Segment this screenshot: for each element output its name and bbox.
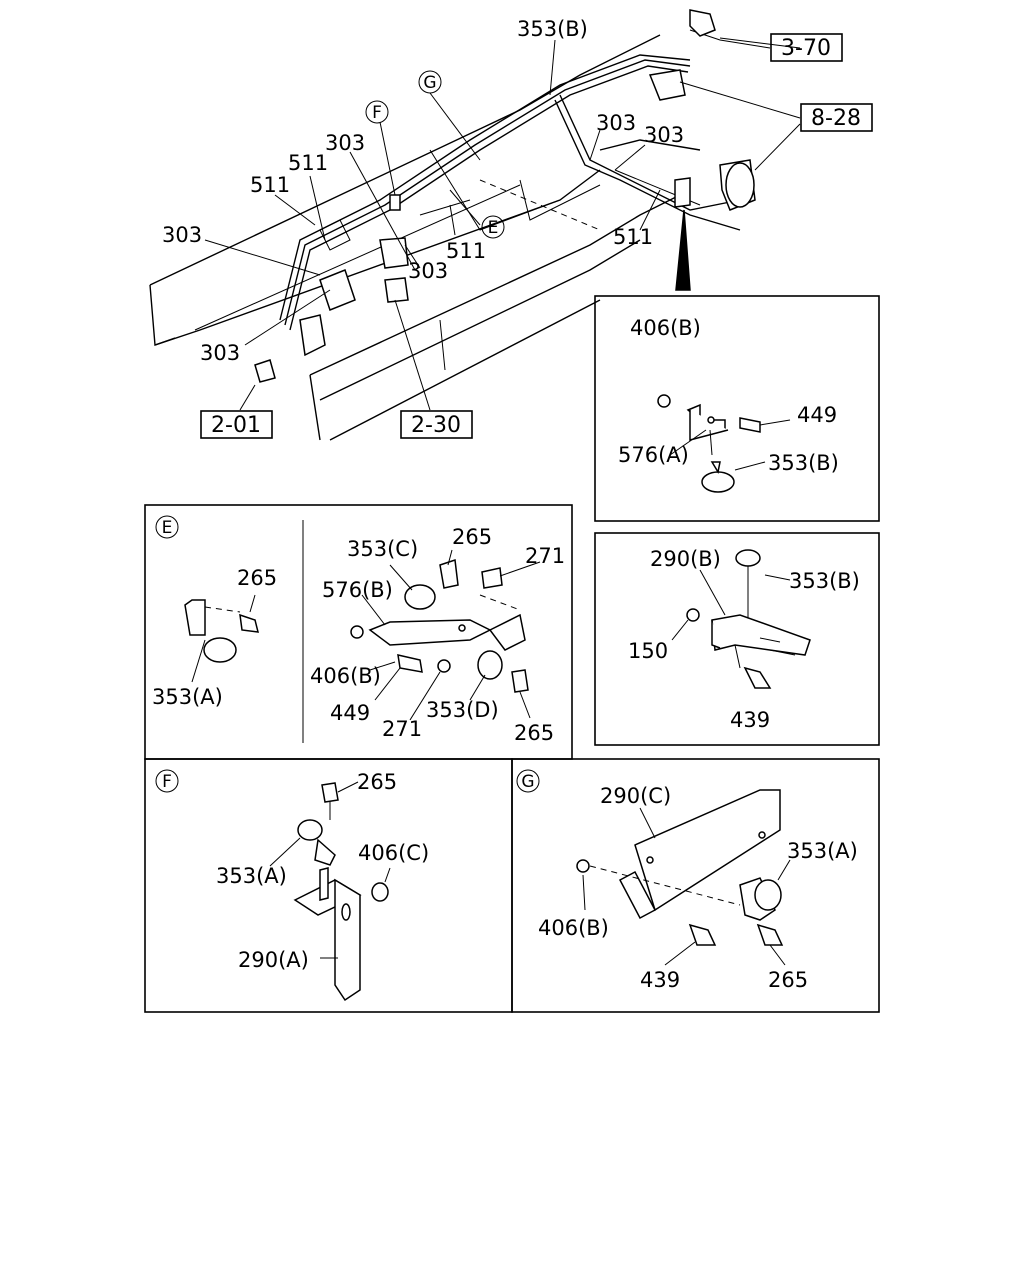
main-leaders bbox=[204, 37, 801, 411]
detail-g-panel: G 290(C) 353(A) 406(B) 439 265 bbox=[511, 758, 880, 1013]
detail-clip-panel: 406(B) 449 576(A) 353(B) bbox=[594, 295, 880, 522]
label-265: 265 bbox=[768, 968, 808, 992]
label-576b: 576(B) bbox=[322, 578, 393, 602]
label-303-right-a: 303 bbox=[596, 111, 636, 135]
label-439: 439 bbox=[730, 708, 770, 732]
label-511-left: 511 bbox=[250, 173, 290, 197]
label-511-top: 511 bbox=[288, 151, 328, 175]
svg-text:3-70: 3-70 bbox=[781, 36, 831, 61]
main-assembly-view: G F E 353(B) 303 303 303 511 511 303 511… bbox=[149, 9, 873, 441]
detail-e-panel: E 265 353(A) 353(C) 265 271 bbox=[144, 504, 573, 760]
label-303-top: 303 bbox=[325, 131, 365, 155]
label-511-right: 511 bbox=[613, 225, 653, 249]
label-353b: 353(B) bbox=[517, 17, 588, 41]
label-353c: 353(C) bbox=[347, 537, 418, 561]
label-353d: 353(D) bbox=[426, 698, 499, 722]
label-265-top: 265 bbox=[452, 525, 492, 549]
label-303-right-b: 303 bbox=[644, 123, 684, 147]
label-353a: 353(A) bbox=[216, 864, 287, 888]
label-265-left: 265 bbox=[237, 566, 277, 590]
svg-text:2-01: 2-01 bbox=[211, 413, 261, 438]
label-406b: 406(B) bbox=[630, 316, 701, 340]
ref-box-2-01: 2-01 bbox=[200, 410, 273, 439]
label-290b: 290(B) bbox=[650, 547, 721, 571]
label-511-center: 511 bbox=[446, 239, 486, 263]
label-290a: 290(A) bbox=[238, 948, 309, 972]
svg-text:8-28: 8-28 bbox=[811, 106, 861, 131]
label-353a: 353(A) bbox=[152, 685, 223, 709]
label-449: 449 bbox=[330, 701, 370, 725]
label-271-top: 271 bbox=[525, 544, 565, 568]
svg-text:F: F bbox=[162, 772, 172, 792]
circle-marker-g: G bbox=[418, 70, 442, 94]
detail-290b-panel: 290(B) 353(B) 150 439 bbox=[594, 532, 880, 746]
label-406c: 406(C) bbox=[358, 841, 429, 865]
label-449: 449 bbox=[797, 403, 837, 427]
detail-f-circle: F bbox=[155, 769, 179, 793]
svg-text:F: F bbox=[372, 103, 382, 123]
ref-box-8-28: 8-28 bbox=[800, 103, 873, 132]
label-406b: 406(B) bbox=[310, 664, 381, 688]
detail-e-circle: E bbox=[155, 515, 179, 539]
svg-text:E: E bbox=[488, 218, 499, 238]
detail-f-panel: F 265 353(A) 406(C) 290(A) bbox=[144, 758, 513, 1013]
ref-box-3-70: 3-70 bbox=[770, 33, 843, 62]
label-265-bottom: 265 bbox=[514, 721, 554, 745]
svg-text:2-30: 2-30 bbox=[411, 413, 461, 438]
ref-box-2-30: 2-30 bbox=[400, 410, 473, 439]
label-271-bottom: 271 bbox=[382, 717, 422, 741]
label-265: 265 bbox=[357, 770, 397, 794]
label-303-center: 303 bbox=[408, 259, 448, 283]
label-150: 150 bbox=[628, 639, 668, 663]
label-303-bottom: 303 bbox=[200, 341, 240, 365]
label-353b: 353(B) bbox=[789, 569, 860, 593]
label-439: 439 bbox=[640, 968, 680, 992]
svg-text:G: G bbox=[521, 772, 534, 792]
circle-marker-f: F bbox=[365, 100, 389, 124]
label-303-left: 303 bbox=[162, 223, 202, 247]
svg-text:E: E bbox=[162, 518, 173, 538]
label-406b: 406(B) bbox=[538, 916, 609, 940]
label-576a: 576(A) bbox=[618, 443, 689, 467]
label-353b: 353(B) bbox=[768, 451, 839, 475]
pipe-bundle bbox=[279, 29, 771, 331]
circle-marker-e: E bbox=[481, 215, 505, 239]
label-290c: 290(C) bbox=[600, 784, 671, 808]
svg-text:G: G bbox=[423, 73, 436, 93]
detail-g-circle: G bbox=[516, 769, 540, 793]
label-353a: 353(A) bbox=[787, 839, 858, 863]
